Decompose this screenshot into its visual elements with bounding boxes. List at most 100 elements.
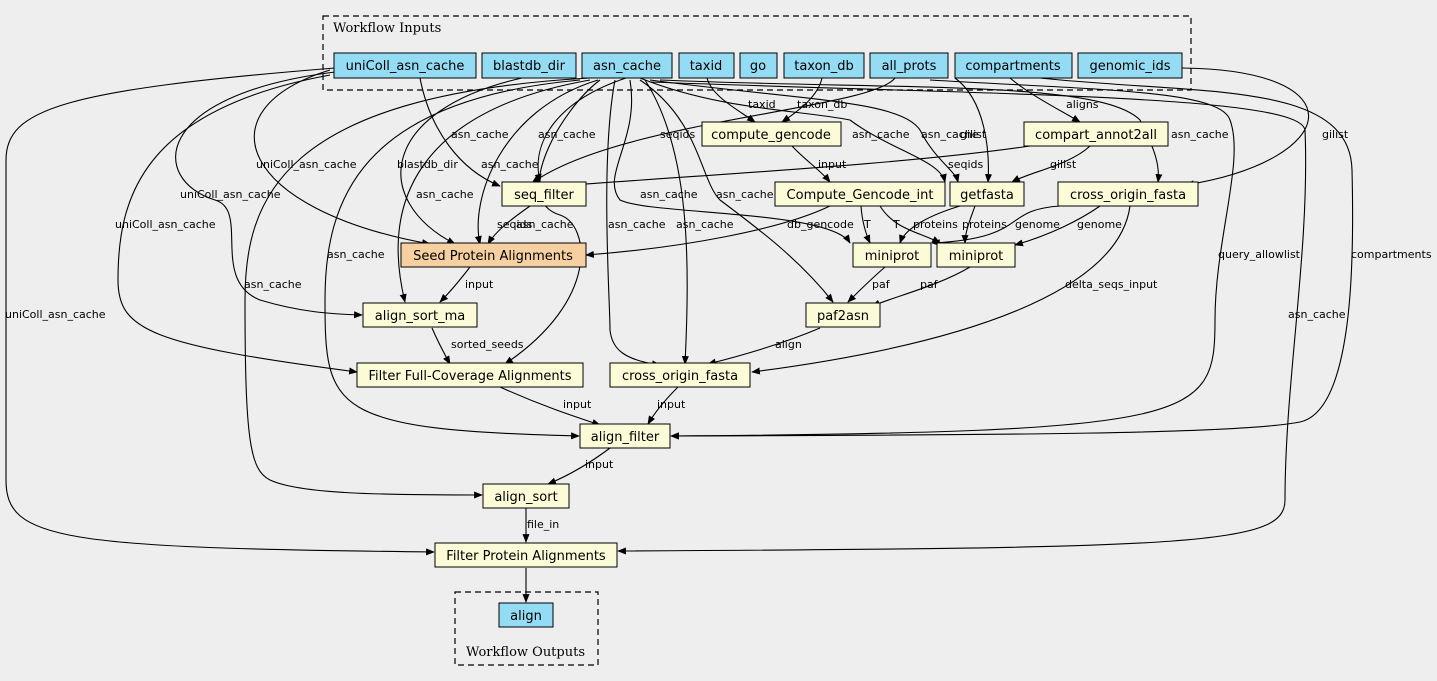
node-compart-annot2all[interactable]: compart_annot2all	[1023, 121, 1169, 147]
edge-label-blastdb-dir: blastdb_dir	[397, 158, 458, 171]
edges: taxid taxon_db aligns gilist seqids asn_…	[5, 67, 1432, 603]
node-cross-origin-fasta-1[interactable]: cross_origin_fasta	[1057, 181, 1199, 207]
svg-text:compart_annot2all: compart_annot2all	[1035, 128, 1157, 143]
edge-label-input-2: input	[465, 278, 494, 291]
svg-text:getfasta: getfasta	[960, 188, 1014, 203]
node-filter-full-coverage[interactable]: Filter Full-Coverage Alignments	[356, 362, 584, 388]
edge-label-unicoll-3: uniColl_asn_cache	[5, 308, 106, 321]
edge-label-asn-cache-10: uniColl_asn_cache	[180, 188, 281, 201]
svg-text:taxon_db: taxon_db	[794, 59, 854, 74]
edge-label-input-1: input	[818, 158, 847, 171]
edge-label-asn-cache-9: asn_cache	[716, 188, 774, 201]
edge-label-t-1: T	[863, 218, 871, 231]
edge-label-paf-1: paf	[872, 278, 891, 291]
svg-text:Filter Protein Alignments: Filter Protein Alignments	[446, 549, 606, 564]
svg-text:genomic_ids: genomic_ids	[1089, 59, 1170, 74]
node-compute-gencode[interactable]: compute_gencode	[701, 121, 842, 147]
workflow-outputs-label: Workflow Outputs	[466, 645, 585, 660]
node-align-filter[interactable]: align_filter	[579, 423, 671, 449]
svg-text:align: align	[510, 609, 542, 624]
node-cross-origin-fasta-2[interactable]: cross_origin_fasta	[609, 362, 751, 388]
edge-label-seqids-1: seqids	[660, 128, 696, 141]
node-taxon-db[interactable]: taxon_db	[783, 52, 865, 79]
node-align-sort-ma[interactable]: align_sort_ma	[362, 302, 478, 328]
node-all-prots[interactable]: all_prots	[869, 52, 949, 79]
edge-label-unicoll-2: uniColl_asn_cache	[115, 218, 216, 231]
edge-label-asn-cache-1: asn_cache	[538, 128, 596, 141]
edge-label-gilist-1: gilist	[960, 128, 987, 141]
node-taxid[interactable]: taxid	[678, 52, 735, 79]
edge-label-asn-cache-2: asn_cache	[451, 128, 509, 141]
svg-text:align_sort_ma: align_sort_ma	[375, 309, 465, 324]
edge-label-genome-2: genome	[1077, 218, 1122, 231]
edge-label-input-4: input	[657, 398, 686, 411]
node-asn-cache[interactable]: asn_cache	[581, 52, 673, 79]
svg-text:Compute_Gencode_int: Compute_Gencode_int	[787, 188, 934, 203]
edge-label-asn-cache-5: asn_cache	[1171, 128, 1229, 141]
svg-text:align_sort: align_sort	[494, 490, 557, 505]
edge-label-db-gencode: db_gencode	[787, 218, 854, 231]
node-compute-gencode-int[interactable]: Compute_Gencode_int	[774, 181, 946, 207]
edge-label-align: align	[775, 338, 802, 351]
node-align-sort[interactable]: align_sort	[482, 483, 570, 509]
edge-label-asn-cache-15: asn_cache	[244, 278, 302, 291]
svg-text:align_filter: align_filter	[591, 430, 660, 445]
edge-label-compartments: compartments	[1351, 248, 1432, 261]
edge-label-proteins-2: proteins	[962, 218, 1007, 231]
svg-text:all_prots: all_prots	[882, 59, 937, 74]
svg-text:paf2asn: paf2asn	[817, 309, 869, 324]
workflow-inputs-label: Workflow Inputs	[333, 21, 441, 36]
edge-label-asn-cache-13: asn_cache	[608, 218, 666, 231]
edge-label-t-2: T	[892, 218, 900, 231]
svg-text:Filter Full-Coverage Alignment: Filter Full-Coverage Alignments	[368, 369, 571, 384]
node-paf2asn[interactable]: paf2asn	[805, 302, 881, 328]
workflow-inputs-cluster: Workflow Inputs	[322, 15, 1192, 91]
edge-label-paf-2: paf	[920, 278, 939, 291]
svg-text:cross_origin_fasta: cross_origin_fasta	[1070, 188, 1186, 203]
nodes: uniColl_asn_cache blastdb_dir asn_cache …	[333, 52, 1199, 628]
edge-label-gilist-2: gilist	[1050, 158, 1077, 171]
svg-text:cross_origin_fasta: cross_origin_fasta	[622, 369, 738, 384]
svg-text:taxid: taxid	[690, 59, 723, 74]
node-getfasta[interactable]: getfasta	[949, 181, 1025, 207]
edge-label-query-allowlist: query_allowlist	[1218, 248, 1301, 261]
node-blastdb-dir[interactable]: blastdb_dir	[481, 52, 577, 79]
edge-label-input-5: input	[585, 458, 614, 471]
edge-label-unicoll-1: uniColl_asn_cache	[256, 158, 357, 171]
edge-label-gilist-genomic: gilist	[1322, 128, 1349, 141]
edge-label-asn-cache-12: asn_cache	[516, 218, 574, 231]
node-seed-protein-alignments[interactable]: Seed Protein Alignments	[400, 242, 587, 268]
edge-label-file-in: file_in	[527, 518, 559, 531]
edge-label-asn-cache-3: asn_cache	[852, 128, 910, 141]
svg-text:go: go	[750, 59, 766, 74]
edge-label-input-3: input	[563, 398, 592, 411]
node-miniprot-2[interactable]: miniprot	[936, 242, 1016, 268]
svg-text:asn_cache: asn_cache	[593, 59, 661, 74]
edge-label-proteins-1: proteins	[913, 218, 958, 231]
edge-label-seqids-2: seqids	[948, 158, 984, 171]
edge-label-asn-cache-14: asn_cache	[676, 218, 734, 231]
svg-text:compartments: compartments	[965, 59, 1060, 74]
node-compartments[interactable]: compartments	[954, 52, 1073, 79]
svg-text:seq_filter: seq_filter	[514, 188, 574, 203]
node-unicoll-asn-cache[interactable]: uniColl_asn_cache	[333, 52, 477, 79]
svg-text:blastdb_dir: blastdb_dir	[493, 59, 566, 74]
edge-label-delta-seqs: delta_seqs_input	[1065, 278, 1158, 291]
edge-label-seqids-3: seqids	[497, 218, 533, 231]
node-genomic-ids[interactable]: genomic_ids	[1077, 52, 1183, 79]
node-miniprot-1[interactable]: miniprot	[852, 242, 932, 268]
edge-label-genome-1: genome	[1015, 218, 1060, 231]
edge-label-sorted-seeds: sorted_seeds	[451, 338, 524, 351]
node-align-output[interactable]: align	[498, 602, 554, 628]
edge-label-asn-cache-6: asn_cache	[481, 158, 539, 171]
node-filter-protein-alignments[interactable]: Filter Protein Alignments	[434, 542, 618, 568]
edge-label-asn-cache-8: asn_cache	[640, 188, 698, 201]
node-go[interactable]: go	[739, 52, 778, 79]
edge-label-asn-cache-7: asn_cache	[416, 188, 474, 201]
edge-label-aligns: aligns	[1066, 98, 1099, 111]
svg-text:compute_gencode: compute_gencode	[711, 128, 831, 143]
svg-text:Seed Protein Alignments: Seed Protein Alignments	[413, 249, 573, 264]
node-seq-filter[interactable]: seq_filter	[501, 181, 587, 207]
edge-label-asn-cache-11: asn_cache	[327, 248, 385, 261]
